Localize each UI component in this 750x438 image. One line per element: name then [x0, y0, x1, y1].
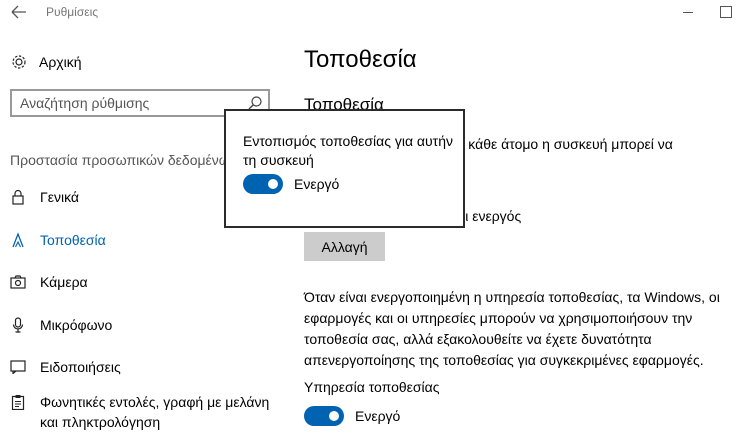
sidebar-item-notifications[interactable]: Ειδοποιήσεις — [10, 356, 121, 378]
page-title: Τοποθεσία — [304, 46, 417, 73]
camera-icon — [10, 274, 26, 290]
maximize-button[interactable] — [716, 3, 736, 21]
sidebar-item-camera[interactable]: Κάμερα — [10, 271, 88, 293]
location-service-toggle-label: Ενεργό — [355, 408, 401, 424]
sidebar-home-label: Αρχική — [39, 54, 82, 70]
sidebar-item-location[interactable]: Τοποθεσία — [10, 229, 106, 251]
notifications-icon — [10, 359, 26, 375]
back-arrow-icon — [11, 5, 26, 19]
device-location-popup: Εντοπισμός τοποθεσίας για αυτήν τη συσκε… — [224, 109, 465, 228]
sidebar-item-label: Γενικά — [40, 189, 79, 205]
search-box[interactable] — [10, 89, 270, 117]
sidebar-item-label: Φωνητικές εντολές, γραφή με μελάνη και π… — [40, 394, 270, 430]
title-bar: Ρυθμίσεις — [0, 0, 750, 26]
change-button[interactable]: Αλλαγή — [304, 232, 385, 261]
sidebar-item-label: Μικρόφωνο — [40, 317, 113, 333]
location-service-title: Υπηρεσία τοποθεσίας — [304, 379, 440, 395]
minimize-button[interactable] — [679, 3, 699, 21]
location-service-toggle[interactable] — [304, 406, 344, 426]
search-icon[interactable] — [247, 95, 263, 111]
popup-text: Εντοπισμός τοποθεσίας για αυτήν τη συσκε… — [243, 133, 453, 168]
sidebar-home[interactable]: Αρχική — [10, 52, 82, 72]
sidebar-item-microphone[interactable]: Μικρόφωνο — [10, 314, 112, 336]
lock-icon — [10, 189, 26, 205]
location-service-description: Όταν είναι ενεργοποιημένη η υπηρεσία τοπ… — [304, 289, 720, 368]
back-button[interactable] — [9, 3, 29, 21]
gear-icon — [12, 55, 26, 69]
search-input[interactable] — [12, 91, 242, 115]
clipboard-icon — [10, 394, 26, 410]
location-icon — [10, 232, 26, 248]
sidebar-item-speech-inking-typing[interactable]: Φωνητικές εντολές, γραφή με μελάνη και π… — [10, 392, 290, 432]
window-title: Ρυθμίσεις — [46, 5, 99, 19]
toggle-knob — [268, 179, 278, 189]
device-location-toggle-label: Ενεργό — [294, 176, 340, 192]
section-header: Προστασία προσωπικών δεδομένων — [10, 152, 237, 168]
microphone-icon — [10, 317, 26, 333]
device-location-toggle[interactable] — [243, 174, 283, 194]
toggle-knob — [329, 411, 339, 421]
sidebar-item-label: Ειδοποιήσεις — [40, 359, 121, 375]
sidebar-item-label: Κάμερα — [40, 274, 88, 290]
sidebar-item-label: Τοποθεσία — [40, 232, 106, 248]
sidebar-item-general[interactable]: Γενικά — [10, 186, 79, 208]
